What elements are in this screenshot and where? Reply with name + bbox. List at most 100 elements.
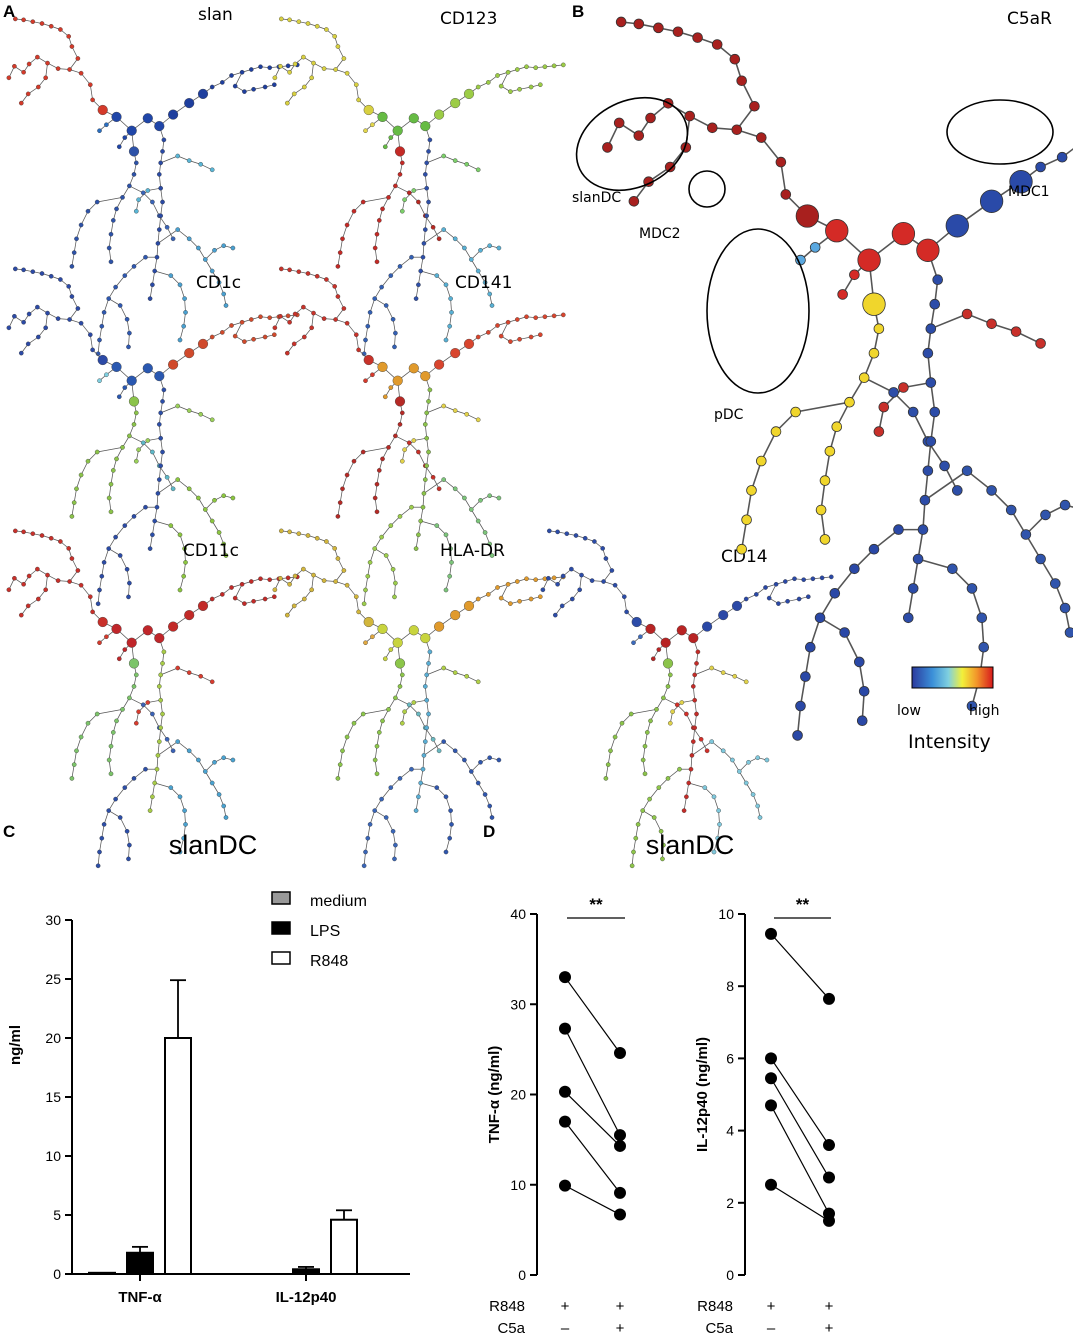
tree-node	[372, 296, 377, 301]
tree-node	[30, 531, 36, 536]
tree-node	[695, 649, 701, 655]
tree-node	[90, 97, 95, 103]
tree-node	[108, 509, 114, 515]
tree-node	[150, 282, 155, 288]
tree-edge	[337, 252, 341, 267]
tree-edge	[115, 787, 126, 800]
tree-node	[508, 601, 513, 606]
ytick-label: 6	[726, 1050, 734, 1066]
tree-node	[164, 475, 170, 480]
tree-node	[773, 581, 779, 587]
tree-node	[168, 273, 174, 278]
tree-node	[517, 336, 522, 342]
tree-node	[916, 238, 940, 262]
tree-edge	[760, 431, 777, 462]
point-with-c5a	[614, 1139, 626, 1152]
tree-edge	[426, 201, 429, 216]
tree-node	[426, 711, 431, 717]
tree-edge	[128, 845, 130, 859]
tree-edge	[97, 339, 100, 354]
tree-edge	[795, 401, 850, 413]
tree-node	[67, 67, 72, 72]
tree-edge	[337, 502, 341, 517]
tree-node	[392, 594, 397, 600]
tree-node	[486, 592, 491, 597]
tree-node	[676, 625, 687, 636]
tree-edge	[424, 174, 428, 189]
tree-node	[577, 587, 582, 593]
tree-node	[434, 785, 440, 790]
tree-node	[158, 697, 163, 703]
tree-node	[363, 104, 374, 116]
tree-node	[223, 553, 229, 558]
tree-node	[443, 794, 449, 800]
tree-edge	[449, 312, 452, 327]
tree-node	[145, 438, 151, 443]
tree-node	[197, 338, 209, 349]
tree-node	[287, 17, 292, 23]
point-without-c5a	[765, 1052, 777, 1065]
tree-node	[858, 686, 870, 697]
tree-node	[388, 135, 394, 140]
tree-edge	[376, 220, 380, 235]
tree-node	[406, 440, 412, 446]
tree-node	[175, 477, 181, 482]
tree-node	[746, 760, 751, 765]
tree-node	[731, 600, 743, 611]
tree-edge	[500, 322, 509, 337]
tree-node	[157, 739, 162, 744]
point-with-c5a	[614, 1186, 626, 1199]
tree-node	[126, 344, 131, 350]
tree-node	[39, 533, 45, 538]
tree-node	[393, 842, 398, 848]
tree-node	[538, 82, 543, 87]
tree-node	[161, 649, 167, 655]
bar-lps	[126, 1251, 154, 1276]
intensity-high-label: high	[969, 703, 1000, 719]
tree-node	[78, 222, 84, 228]
tree-node	[116, 394, 122, 400]
tree-node	[337, 762, 343, 767]
tree-node	[26, 573, 32, 579]
tree-node	[239, 319, 245, 325]
tree-node	[120, 707, 125, 712]
tree-node	[388, 647, 394, 652]
tree-edge	[158, 465, 162, 480]
point-with-c5a	[614, 1129, 626, 1142]
tree-node	[291, 341, 297, 347]
intensity-colorbar	[911, 666, 994, 689]
tree-node	[164, 737, 170, 742]
tree-node	[341, 56, 347, 61]
tree-node	[642, 771, 648, 777]
tree-node	[426, 449, 431, 455]
tree-edge	[179, 284, 185, 299]
cluster-label-mdc1: MDC1	[1008, 184, 1050, 200]
tree-node	[426, 399, 431, 404]
tree-edge	[108, 759, 112, 774]
tree-node	[524, 314, 529, 320]
tree-node	[140, 440, 146, 446]
tree-node	[155, 753, 161, 758]
panel-letter-a: A	[3, 2, 15, 21]
tree-edge	[374, 746, 378, 761]
point-without-c5a	[765, 1099, 777, 1112]
tree-node	[305, 271, 311, 276]
tree-node	[406, 702, 412, 708]
tree-node	[267, 577, 273, 582]
tree-node	[97, 128, 102, 133]
tree-node	[888, 387, 899, 398]
tree-node	[528, 84, 534, 90]
tree-node	[667, 720, 673, 726]
tree-node	[101, 310, 107, 315]
tree-edge	[89, 596, 93, 612]
tree-edge	[157, 479, 160, 494]
tree-node	[528, 596, 534, 602]
tree-node	[424, 463, 429, 469]
tree-node	[642, 743, 648, 749]
tree-node	[393, 183, 398, 189]
tree-node	[423, 684, 428, 689]
tree-edge	[422, 755, 425, 770]
tree-node	[25, 91, 31, 97]
tree-node	[216, 530, 222, 535]
tree-node	[922, 347, 934, 359]
